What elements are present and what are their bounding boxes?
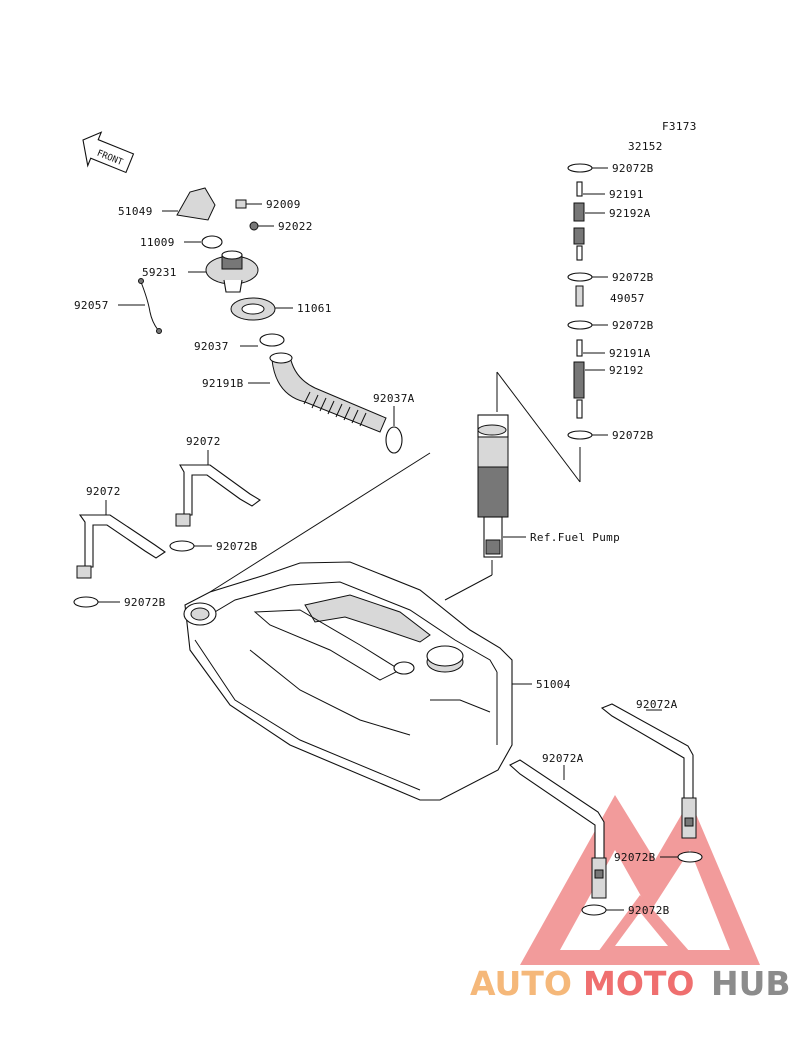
label-51049: 51049 (118, 205, 153, 218)
valve-49057 (575, 285, 584, 307)
clamp-92072B-6 (73, 596, 99, 608)
label-92072B-1: 92072B (612, 162, 654, 175)
label-92009: 92009 (266, 198, 301, 211)
nut-92022 (249, 221, 259, 231)
hose-32152 (582, 121, 610, 183)
label-92072B-8: 92072B (628, 904, 670, 917)
oring-11009 (201, 235, 223, 249)
figure-code: F3173 (662, 120, 697, 133)
label-59231: 59231 (142, 266, 177, 279)
spring-92192 (573, 361, 585, 399)
clamp-92037A (385, 426, 403, 454)
strap-92072A-left (509, 759, 607, 899)
clamp-92037 (259, 333, 285, 347)
watermark-text: AUTO MOTO HUB (470, 964, 791, 1003)
label-92037A: 92037A (373, 392, 415, 405)
label-51004: 51004 (536, 678, 571, 691)
label-92037: 92037 (194, 340, 229, 353)
label-92191: 92191 (609, 188, 644, 201)
label-92072A-right: 92072A (636, 698, 678, 711)
label-11061: 11061 (297, 302, 332, 315)
screw-92009 (235, 199, 247, 209)
label-92192A: 92192A (609, 207, 651, 220)
clamp-92072B-5 (169, 540, 195, 552)
gasket-11061 (230, 297, 276, 321)
strap-92072-lower (76, 514, 166, 579)
watermark-logo-icon (520, 795, 760, 965)
label-92192: 92192 (609, 364, 644, 377)
clamp-92072B-8 (581, 904, 607, 916)
label-92072-lower: 92072 (86, 485, 121, 498)
ref-fuel-pump-label: Ref.Fuel Pump (530, 531, 620, 544)
strap-92072A-right (600, 703, 697, 839)
watermark-part3: HUB (711, 964, 791, 1003)
clamp-92072B-1 (567, 163, 593, 173)
spring-92192A (573, 202, 585, 222)
fuel-pump (477, 414, 509, 558)
label-92057: 92057 (74, 299, 109, 312)
label-32152: 32152 (628, 140, 663, 153)
label-11009: 11009 (140, 236, 175, 249)
filler-hose-92191B (269, 352, 387, 433)
watermark-part1: AUTO (470, 964, 572, 1003)
wire-92057 (138, 278, 162, 334)
label-92022: 92022 (278, 220, 313, 233)
label-92072A-left: 92072A (542, 752, 584, 765)
watermark-part2: MOTO (583, 964, 694, 1003)
label-92191A: 92191A (609, 347, 651, 360)
label-92072B-2: 92072B (612, 271, 654, 284)
clamp-92072B-7 (677, 851, 703, 863)
cap-51049 (176, 187, 216, 221)
clamp-92072B-4 (567, 430, 593, 440)
clamp-92072B-2 (567, 272, 593, 282)
filler-neck-59231 (205, 250, 259, 293)
label-49057: 49057 (610, 292, 645, 305)
label-92072-upper: 92072 (186, 435, 221, 448)
hose-92191A (576, 339, 583, 357)
label-92072B-5: 92072B (216, 540, 258, 553)
front-arrow-icon: FRONT (82, 131, 135, 174)
label-92072B-4: 92072B (612, 429, 654, 442)
clamp-92072B-3 (567, 320, 593, 330)
label-92191B: 92191B (202, 377, 244, 390)
label-92072B-7: 92072B (614, 851, 656, 864)
label-92072B-6: 92072B (124, 596, 166, 609)
hose-92191 (576, 181, 583, 197)
fuel-tank-51004 (183, 561, 513, 801)
label-92072B-3: 92072B (612, 319, 654, 332)
strap-92072-upper (175, 464, 261, 527)
